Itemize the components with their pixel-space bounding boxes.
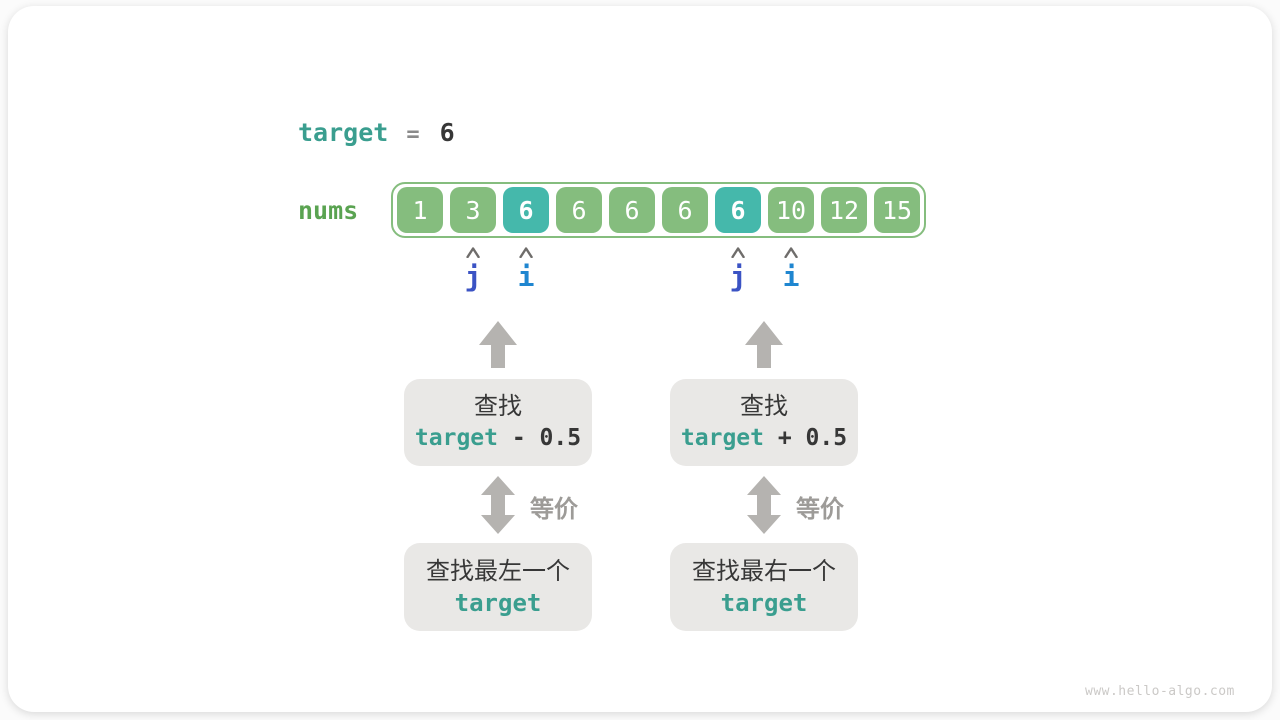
array-cell: 1	[397, 187, 443, 233]
result-box-title: 查找最右一个	[692, 557, 836, 585]
up-arrow-icon	[479, 321, 517, 368]
target-expression: target = 6	[298, 118, 455, 147]
array-cell: 15	[874, 187, 920, 233]
search-box-code: target - 0.5	[415, 425, 581, 452]
pointer-caret-icon	[731, 247, 745, 258]
pointer-group: i	[517, 247, 535, 293]
array-cell: 3	[450, 187, 496, 233]
pointer-caret-icon	[466, 247, 480, 258]
equivalence-label: 等价	[530, 496, 578, 523]
result-box-code: target	[720, 588, 808, 617]
search-box: 查找 target + 0.5	[670, 379, 858, 466]
pointer-group: i	[782, 247, 800, 293]
pointer-label: j	[729, 260, 747, 293]
equivalence-label: 等价	[796, 496, 844, 523]
code-operation: - 0.5	[498, 425, 582, 451]
up-arrow-icon	[745, 321, 783, 368]
search-box: 查找 target - 0.5	[404, 379, 592, 466]
array-cell: 10	[768, 187, 814, 233]
equivalence-arrow-icon	[747, 476, 781, 534]
code-variable: target	[680, 425, 764, 451]
array-cell: 6	[715, 187, 761, 233]
array-cell: 6	[609, 187, 655, 233]
search-box-title: 查找	[474, 393, 522, 420]
code-variable: target	[414, 425, 498, 451]
result-box-code: target	[454, 588, 542, 617]
array-cell: 6	[662, 187, 708, 233]
code-operation: + 0.5	[764, 425, 848, 451]
pointer-group: j	[464, 247, 482, 293]
target-value: 6	[439, 118, 455, 147]
result-box: 查找最右一个 target	[670, 543, 858, 631]
target-variable: target	[298, 118, 389, 147]
flow-column-right: 查找 target + 0.5 等价 查找最右一个 target	[670, 321, 858, 633]
watermark: www.hello-algo.com	[1085, 684, 1235, 699]
array-cell: 12	[821, 187, 867, 233]
array-cell: 6	[503, 187, 549, 233]
equals-sign: =	[406, 122, 420, 147]
array-cell: 6	[556, 187, 602, 233]
result-box-title: 查找最左一个	[426, 557, 570, 585]
pointer-caret-icon	[784, 247, 798, 258]
nums-label: nums	[298, 196, 359, 225]
pointer-group: j	[729, 247, 747, 293]
pointer-caret-icon	[519, 247, 533, 258]
pointer-label: i	[517, 260, 535, 293]
search-box-title: 查找	[740, 393, 788, 420]
flow-column-left: 查找 target - 0.5 等价 查找最左一个 target	[404, 321, 592, 633]
pointer-label: i	[782, 260, 800, 293]
pointer-label: j	[464, 260, 482, 293]
search-box-code: target + 0.5	[681, 425, 847, 452]
result-box: 查找最左一个 target	[404, 543, 592, 631]
equivalence-arrow-icon	[481, 476, 515, 534]
